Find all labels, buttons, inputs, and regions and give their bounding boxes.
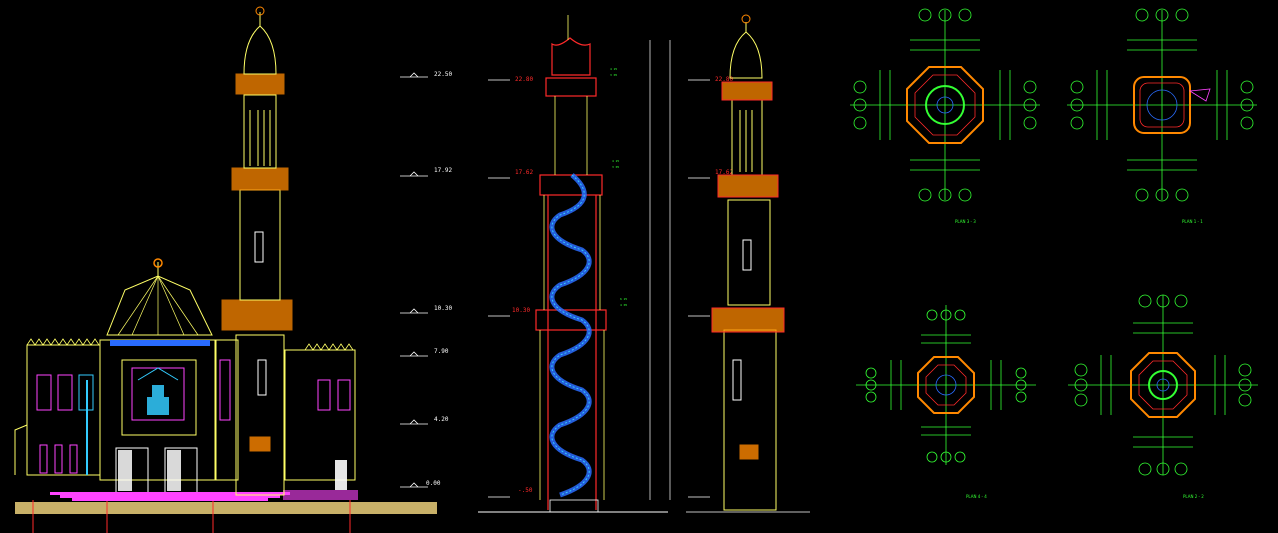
section-level: 10.30: [512, 307, 530, 314]
minaret-section: 22.80 17.62 10.30 -.50 4 25 3 05 4 25 3 05: [478, 15, 671, 513]
plan-caption: PLAN 4 - 4: [966, 494, 987, 499]
level-label: 0.00: [426, 480, 441, 487]
plan-caption: PLAN 2 - 2: [1183, 494, 1204, 499]
level-label: 10.30: [434, 305, 452, 312]
section-level: 22.80: [515, 76, 533, 83]
level-label: 17.92: [434, 167, 452, 174]
section-level: -.50: [518, 487, 533, 494]
elevation-level: 22.80: [715, 76, 733, 83]
level-label: 22.50: [434, 71, 452, 78]
ground-line: [15, 502, 437, 514]
plan-3: PLAN 4 - 4: [856, 305, 1036, 499]
section-level: 17.62: [515, 169, 533, 176]
main-minaret: [221, 6, 293, 496]
minaret-elevation-right: 22.80 17.62: [686, 14, 810, 513]
plan-2: PLAN 1 - 1: [1067, 8, 1257, 224]
level-markers-left: 22.50 17.92 10.30 7.90 4.20 0.00: [400, 71, 452, 488]
level-label: 7.90: [434, 348, 449, 355]
svg-text:4 05: 4 05: [620, 303, 627, 307]
elevation-level: 17.62: [715, 169, 733, 176]
plan-caption: PLAN 1 - 1: [1182, 219, 1203, 224]
svg-text:3 05: 3 05: [612, 165, 619, 169]
svg-text:6 25: 6 25: [620, 297, 627, 301]
plan-4: PLAN 2 - 2: [1068, 294, 1258, 499]
plan-1: PLAN 3 - 3: [850, 8, 1040, 224]
svg-text:3 05: 3 05: [610, 73, 617, 77]
mosque-elevation: [14, 6, 437, 533]
level-label: 4.20: [434, 416, 449, 423]
plan-caption: PLAN 3 - 3: [955, 219, 976, 224]
svg-text:4 25: 4 25: [610, 67, 617, 71]
stained-window: [147, 385, 169, 415]
svg-text:4 25: 4 25: [612, 159, 619, 163]
